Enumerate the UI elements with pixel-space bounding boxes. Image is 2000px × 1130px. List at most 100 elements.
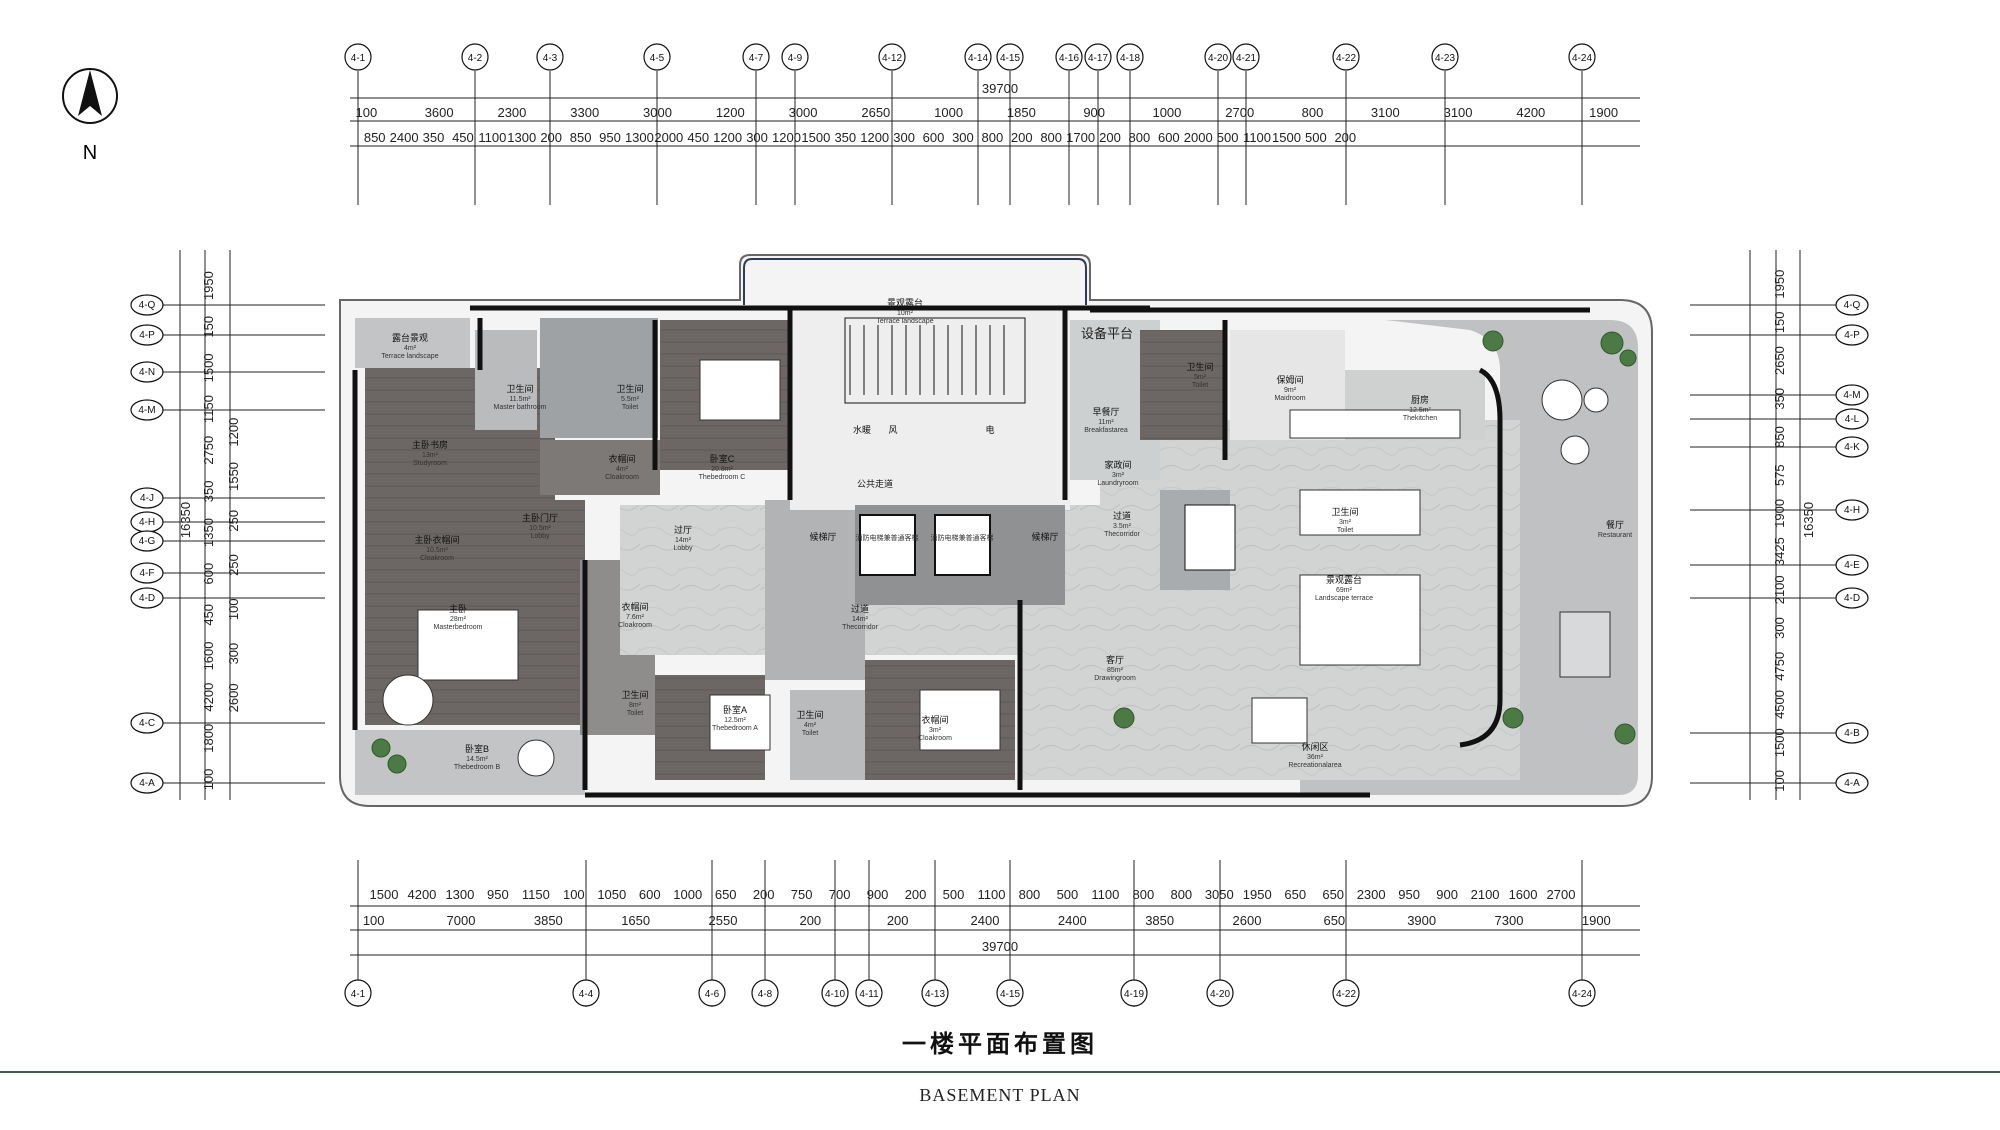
axis-circle [742,43,770,71]
bottom-dim-value: 750 [791,887,813,902]
bottom-dim-value: 800 [1019,887,1041,902]
axis-circle [572,979,600,1007]
top-dim-value: 450 [452,130,474,145]
axis-circle [855,979,883,1007]
top-dim-value: 1200 [772,130,801,145]
top-dim-value: 850 [364,130,386,145]
room-name-en: Landscape terrace [1315,595,1373,602]
room-area: 3.5m² [1113,523,1132,530]
room-label: 设备平台 [1081,326,1133,341]
right-dim-value: 150 [1772,311,1787,333]
room-name: 家政间 [1104,459,1131,470]
room-name: 厨房 [1411,394,1429,405]
axis-circle [1835,772,1869,794]
room-name-en: Masterbedroom [433,624,482,631]
bottom-dim-value: 200 [799,913,821,928]
left-dim-value: 250 [226,554,241,576]
room-name: 过厅 [674,524,692,535]
room-name: 主卧门厅 [522,512,558,523]
right-dim-value: 1950 [1772,270,1787,299]
top-dim-value: 950 [599,130,621,145]
room-name-en: Cloakroom [605,474,639,481]
axis-circle [1204,43,1232,71]
axis-circle [461,43,489,71]
equipment-label: 电 [985,424,994,435]
right-dim-value: 850 [1772,426,1787,448]
room-name: 公共走道 [857,478,893,489]
axis-label: 4-N [139,367,155,378]
drawing-subtitle: BASEMENT PLAN [919,1085,1081,1105]
room-name-en: Toilet [802,730,818,737]
axis-circle [344,43,372,71]
axis-circle [1568,43,1596,71]
left-dim-value: 2600 [226,683,241,712]
left-dimension-lines [179,250,231,800]
top-dim-value: 450 [687,130,709,145]
axis-label: 4-23 [1435,53,1455,64]
top-dim-value: 1500 [801,130,830,145]
right-dim-value: 4750 [1772,652,1787,681]
room-name-en: Laundryroom [1097,480,1138,487]
bottom-dim-value: 950 [487,887,509,902]
right-dim-value: 2100 [1772,575,1787,604]
axis-label: 4-20 [1208,53,1228,64]
axis-circle [1835,384,1869,406]
room-name: 景观露台 [1326,574,1362,585]
room-area: 12.5m² [724,717,746,724]
room-name: 早餐厅 [1092,406,1119,417]
room-name: 保姆间 [1276,374,1303,385]
left-dim-value: 100 [226,598,241,620]
axis-circle [1431,43,1459,71]
top-dim-value: 3300 [570,105,599,120]
room-label: 候梯厅 [809,531,836,542]
axis-label: 4-6 [705,989,720,1000]
room-name-en: Thebedroom B [454,764,501,771]
bottom-dim-value: 100 [563,887,585,902]
top-dim-value: 800 [1040,130,1062,145]
room-name-en: Recreationalarea [1288,762,1341,769]
bottom-dim-value: 2100 [1471,887,1500,902]
top-dim-value: 350 [423,130,445,145]
room-name: 休闲区 [1301,741,1328,752]
left-dim-value: 1350 [201,518,216,547]
top-dim-value: 800 [1302,105,1324,120]
right-dim-value: 575 [1772,464,1787,486]
axis-label: 4-22 [1336,53,1356,64]
axis-label: 4-2 [468,53,483,64]
top-dim-value: 1000 [934,105,963,120]
top-dim-value: 300 [746,130,768,145]
axis-circle [1568,979,1596,1007]
right-dim-value: 4500 [1772,690,1787,719]
axis-label: 4-12 [882,53,902,64]
room-name-en: Cloakroom [618,622,652,629]
top-dim-value: 300 [893,130,915,145]
room-area: 20.8m² [711,466,733,473]
top-dim-value: 2300 [497,105,526,120]
axis-circle [964,43,992,71]
bottom-dim-value: 1000 [673,887,702,902]
axis-circle [1835,324,1869,346]
bottom-dim-value: 3850 [534,913,563,928]
room-area: 4m² [616,466,629,473]
room-name-en: Toilet [627,710,643,717]
axis-circle [1332,979,1360,1007]
axis-circle [130,324,164,346]
bottom-dim-total: 39700 [982,939,1018,954]
axis-circle [536,43,564,71]
axis-circle [130,562,164,584]
room-name: 主卧 [449,603,467,614]
axis-circle [1835,499,1869,521]
room-area: 13m² [422,452,439,459]
room-name: 卧室B [465,743,489,754]
room-name: 过道 [1113,510,1131,521]
